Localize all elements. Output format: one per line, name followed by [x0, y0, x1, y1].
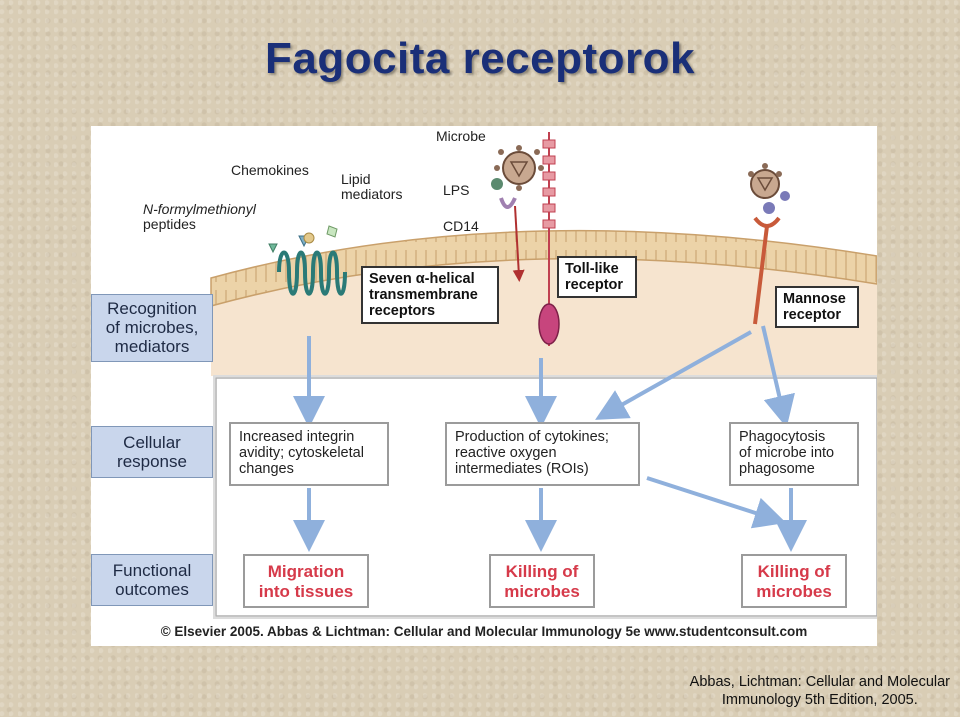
mannose-receptor-graphic [753, 216, 781, 228]
microbe-1 [491, 145, 544, 191]
lps-label: LPS [443, 182, 470, 198]
cd14-label: CD14 [443, 218, 479, 234]
seven-helical-receptor-label: Seven α-helical transmembrane receptors [361, 266, 499, 324]
arrow-mannose-to-cytokines [595, 330, 752, 420]
receptor-figure: N-formylmethionyl peptides Chemokines Li… [91, 126, 877, 646]
arrow-mannose-to-phagocytosis [761, 325, 795, 428]
response-phagocytosis: Phagocytosis of microbe into phagosome [729, 422, 859, 486]
outcome-migration: Migration into tissues [243, 554, 369, 608]
nformyl-ligand [268, 243, 278, 254]
slide-title: Fagocita receptorok [264, 34, 696, 83]
microbe-label: Microbe [436, 128, 486, 144]
stage-recognition: Recognition of microbes, mediators [91, 294, 213, 362]
arrow-cytokines-to-killing-2 [646, 476, 787, 529]
toll-like-receptor-label: Toll-like receptor [557, 256, 637, 298]
figure-copyright: © Elsevier 2005. Abbas & Lichtman: Cellu… [160, 624, 808, 639]
response-cytokines: Production of cytokines; reactive oxygen… [445, 422, 640, 486]
stage-outcomes: Functional outcomes [91, 554, 213, 606]
lipid-ligand-2 [326, 225, 338, 238]
citation: Abbas, Lichtman: Cellular and Molecular … [689, 674, 950, 708]
response-integrin: Increased integrin avidity; cytoskeletal… [229, 422, 389, 486]
toll-like-receptor-graphic [538, 132, 560, 346]
stage-response: Cellular response [91, 426, 213, 478]
lipid-ligand-1 [303, 232, 315, 244]
microbe-2 [748, 163, 790, 214]
outcome-killing-2: Killing of microbes [741, 554, 847, 608]
lipid-label: Lipid mediators [341, 171, 403, 202]
seven-helical-receptor [277, 250, 347, 296]
nformyl-label: N-formylmethionyl peptides [143, 201, 256, 232]
outcome-killing-1: Killing of microbes [489, 554, 595, 608]
chemokines-label: Chemokines [231, 162, 309, 178]
cd14-molecule [499, 197, 517, 209]
mannose-receptor-label: Mannose receptor [775, 286, 859, 328]
